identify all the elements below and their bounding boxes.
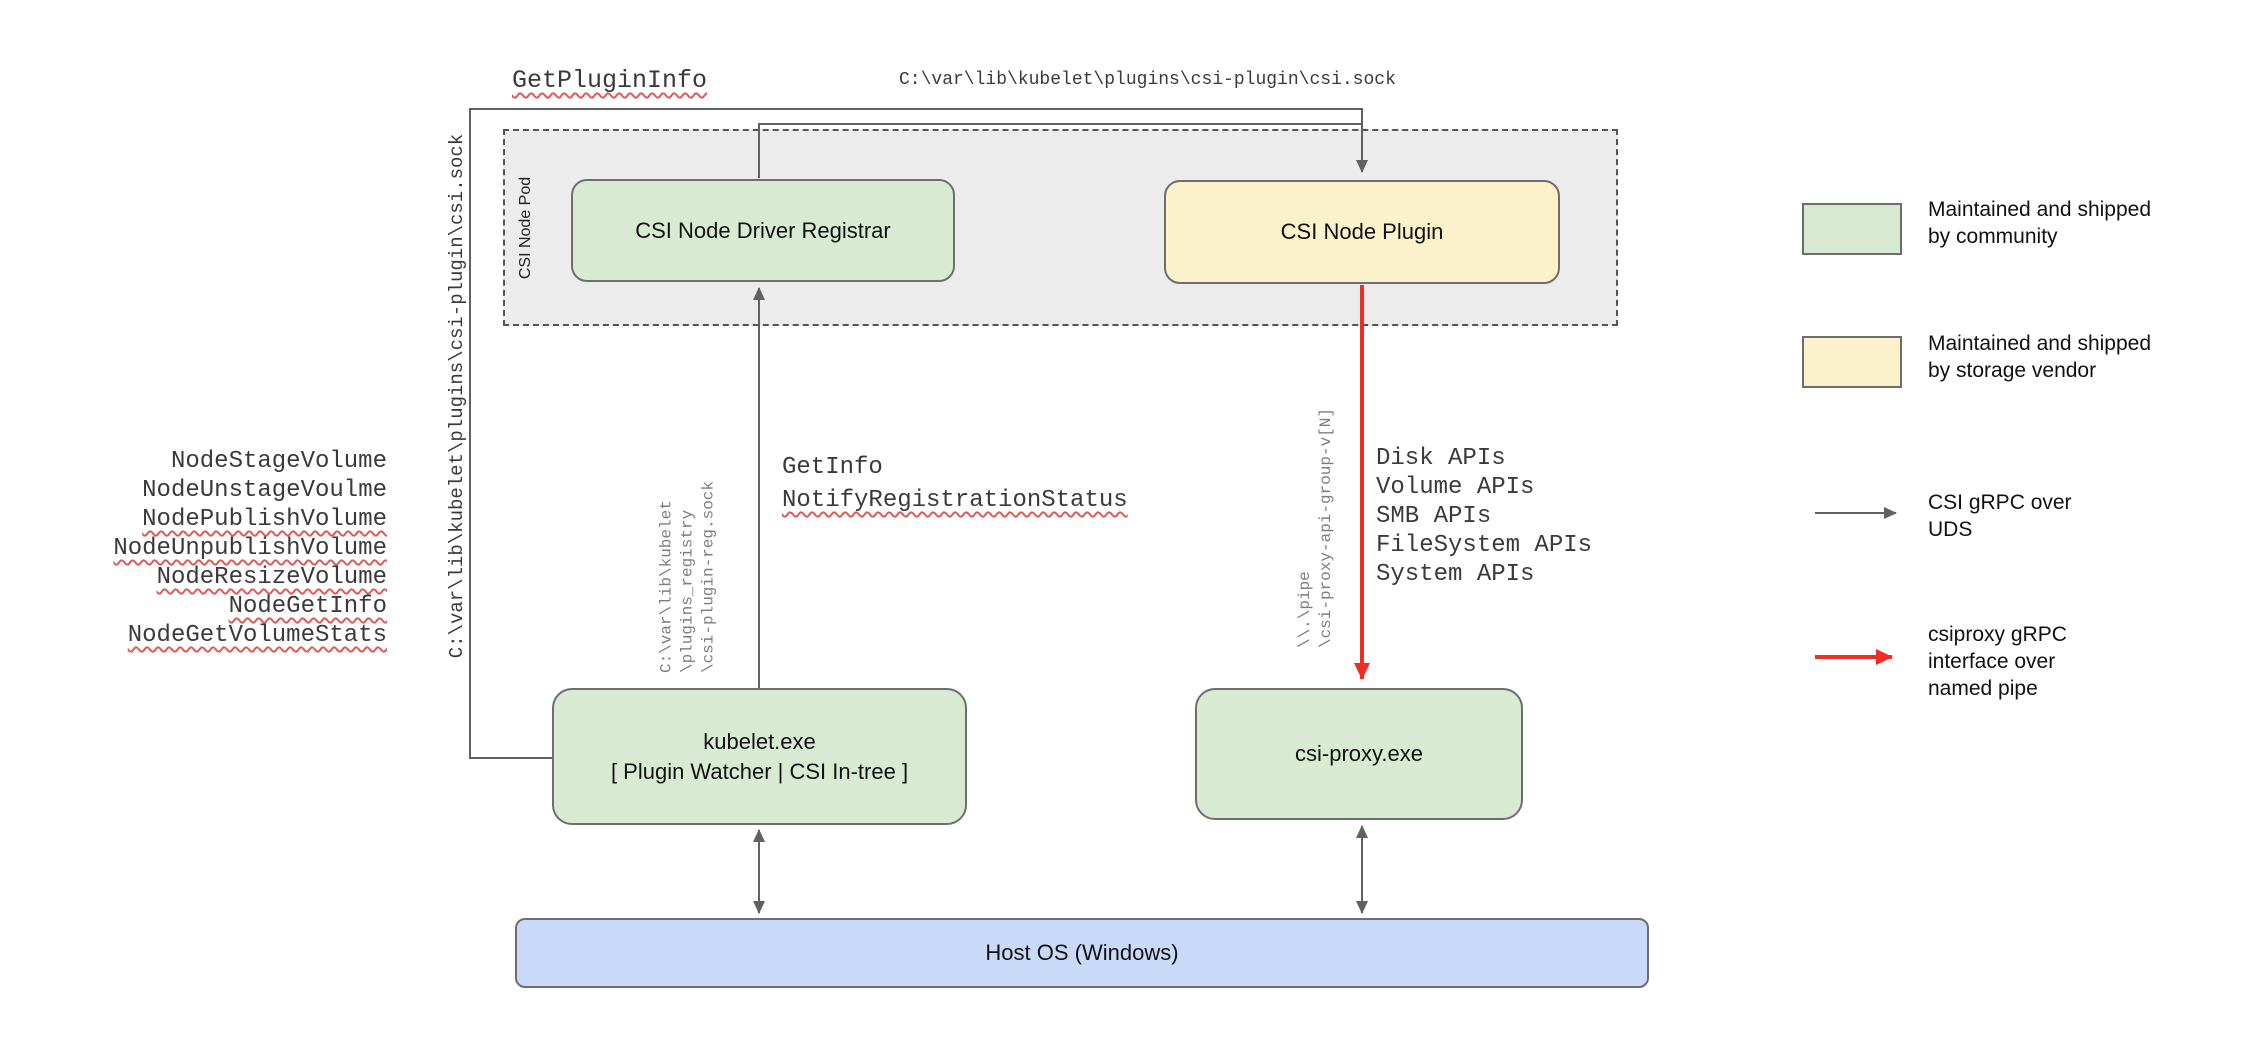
kubelet-label-line2: [ Plugin Watcher | CSI In-tree ] xyxy=(610,758,909,784)
csi-node-plugin-box: CSI Node Plugin xyxy=(1164,180,1560,284)
api-group: System APIs xyxy=(1376,561,1535,588)
legend-pipe-label: csiproxy gRPC interface over named pipe xyxy=(1928,623,2067,700)
legend-uds-label: CSI gRPC over UDS xyxy=(1928,491,2072,541)
node-call: NodeUnstageVoulme xyxy=(142,477,387,504)
api-group: FileSystem APIs xyxy=(1376,532,1593,559)
registration-call: GetInfo xyxy=(782,454,883,481)
node-call: NodePublishVolume xyxy=(142,506,387,533)
legend-vendor-swatch xyxy=(1802,336,1902,388)
plugin-label: CSI Node Plugin xyxy=(1280,219,1444,244)
host-os-box: Host OS (Windows) xyxy=(515,918,1649,988)
api-group: Volume APIs xyxy=(1376,474,1535,501)
node-call: NodeGetInfo xyxy=(228,593,387,620)
kubelet-box: kubelet.exe [ Plugin Watcher | CSI In-tr… xyxy=(552,688,967,825)
api-group: Disk APIs xyxy=(1376,445,1506,472)
legend-community-swatch xyxy=(1802,203,1902,255)
csi-node-driver-registrar-box: CSI Node Driver Registrar xyxy=(571,179,955,282)
legend-community-label: Maintained and shipped by community xyxy=(1928,198,2152,248)
legend-vendor-label: Maintained and shipped by storage vendor xyxy=(1928,332,2152,382)
registration-call: NotifyRegistrationStatus xyxy=(782,487,1128,514)
kubelet-label-line1: kubelet.exe xyxy=(703,728,816,754)
registration-sock-path-label: C:\var\lib\kubelet \plugins_registry \cs… xyxy=(657,480,718,674)
registration-call-list: GetInfo NotifyRegistrationStatus xyxy=(782,452,1128,518)
api-group-list: Disk APIs Volume APIs SMB APIs FileSyste… xyxy=(1376,444,1592,589)
csi-node-pod-label: CSI Node Pod xyxy=(517,176,534,280)
registrar-label: CSI Node Driver Registrar xyxy=(635,217,891,243)
csi-sock-path-label-top: C:\var\lib\kubelet\plugins\csi-plugin\cs… xyxy=(899,70,1396,90)
csi-proxy-box: csi-proxy.exe xyxy=(1195,688,1523,820)
named-pipe-path-label: \\.\pipe \csi-proxy-api-group-v[N] xyxy=(1296,407,1335,649)
csi-proxy-label: csi-proxy.exe xyxy=(1295,741,1423,766)
node-call: NodeStageVolume xyxy=(170,448,387,475)
node-call: NodeResizeVolume xyxy=(156,564,387,591)
node-call: NodeUnpublishVolume xyxy=(113,535,387,562)
host-os-label: Host OS (Windows) xyxy=(985,940,1179,965)
node-call: NodeGetVolumeStats xyxy=(127,622,387,649)
node-rpc-call-list: NodeStageVolume NodeUnstageVoulme NodePu… xyxy=(95,447,387,650)
csi-sock-path-label-left: C:\var\lib\kubelet\plugins\csi-plugin\cs… xyxy=(446,133,468,659)
get-plugin-info-label: GetPluginInfo xyxy=(512,66,708,95)
api-group: SMB APIs xyxy=(1376,503,1492,530)
